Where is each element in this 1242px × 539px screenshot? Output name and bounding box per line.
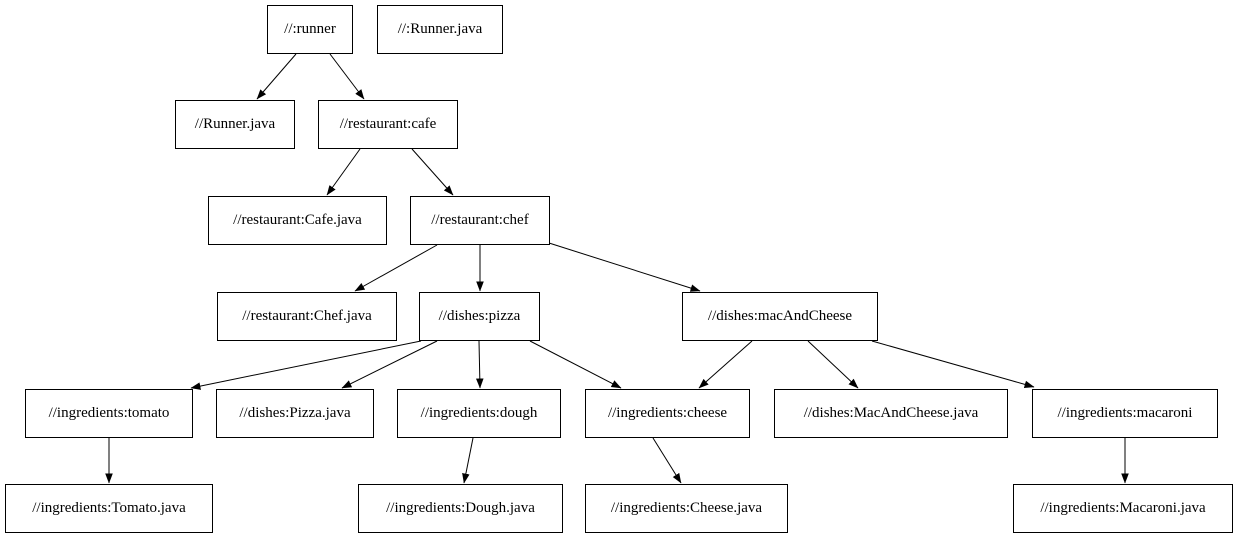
node-chef: //restaurant:chef — [410, 196, 550, 245]
node-label: //Runner.java — [194, 115, 276, 132]
node-label: //dishes:pizza — [438, 307, 521, 324]
node-pizza: //dishes:pizza — [419, 292, 540, 341]
node-label: //:runner — [284, 20, 336, 37]
node-dough-java: //ingredients:Dough.java — [358, 484, 563, 533]
node-label: //ingredients:Macaroni.java — [1040, 499, 1206, 516]
node-mac-and-cheese-java: //dishes:MacAndCheese.java — [774, 389, 1008, 438]
node-macaroni-java: //ingredients:Macaroni.java — [1013, 484, 1233, 533]
edge-runner-to-runner-java — [256, 53, 297, 100]
node-cheese: //ingredients:cheese — [585, 389, 750, 438]
node-label: //ingredients:tomato — [48, 404, 170, 421]
node-label: //ingredients:dough — [420, 404, 538, 421]
node-tomato: //ingredients:tomato — [25, 389, 193, 438]
node-label: //restaurant:Cafe.java — [233, 211, 362, 228]
node-runner-java: //Runner.java — [175, 100, 295, 149]
node-label: //dishes:Pizza.java — [239, 404, 351, 421]
node-macaroni: //ingredients:macaroni — [1032, 389, 1218, 438]
edge-pizza-to-dough — [475, 340, 484, 389]
edge-dough-to-dough-java — [462, 437, 474, 484]
node-label: //ingredients:cheese — [607, 404, 728, 421]
node-label: //ingredients:macaroni — [1057, 404, 1193, 421]
edge-pizza-to-pizza-java — [341, 340, 438, 389]
edge-chef-to-mac-and-cheese — [548, 242, 701, 292]
node-runner-java-src: //:Runner.java — [377, 5, 503, 54]
edge-pizza-to-cheese — [529, 340, 622, 389]
node-cheese-java: //ingredients:Cheese.java — [585, 484, 788, 533]
node-dough: //ingredients:dough — [397, 389, 561, 438]
node-label: //ingredients:Tomato.java — [32, 499, 186, 516]
node-cafe-java: //restaurant:Cafe.java — [208, 196, 387, 245]
edge-mac-and-cheese-to-mac-and-cheese-java — [807, 340, 859, 389]
node-runner: //:runner — [267, 5, 353, 54]
edge-pizza-to-tomato — [190, 340, 422, 390]
node-pizza-java: //dishes:Pizza.java — [216, 389, 374, 438]
edge-cafe-to-cafe-java — [326, 148, 361, 196]
node-label: //:Runner.java — [397, 20, 483, 37]
edge-chef-to-chef-java — [354, 244, 438, 292]
edge-cafe-to-chef — [411, 148, 454, 196]
node-label: //dishes:macAndCheese — [707, 307, 853, 324]
edge-mac-and-cheese-to-cheese — [698, 340, 753, 389]
node-label: //restaurant:cafe — [339, 115, 437, 132]
node-label: //restaurant:chef — [431, 211, 529, 228]
edge-cheese-to-cheese-java — [652, 437, 682, 484]
node-label: //restaurant:Chef.java — [242, 307, 372, 324]
node-label: //ingredients:Dough.java — [386, 499, 535, 516]
edge-mac-and-cheese-to-macaroni — [871, 340, 1035, 389]
node-label: //dishes:MacAndCheese.java — [803, 404, 979, 421]
edge-runner-to-cafe — [329, 53, 365, 100]
node-chef-java: //restaurant:Chef.java — [217, 292, 397, 341]
node-label: //ingredients:Cheese.java — [610, 499, 763, 516]
node-mac-and-cheese: //dishes:macAndCheese — [682, 292, 878, 341]
node-tomato-java: //ingredients:Tomato.java — [5, 484, 213, 533]
node-cafe: //restaurant:cafe — [318, 100, 458, 149]
